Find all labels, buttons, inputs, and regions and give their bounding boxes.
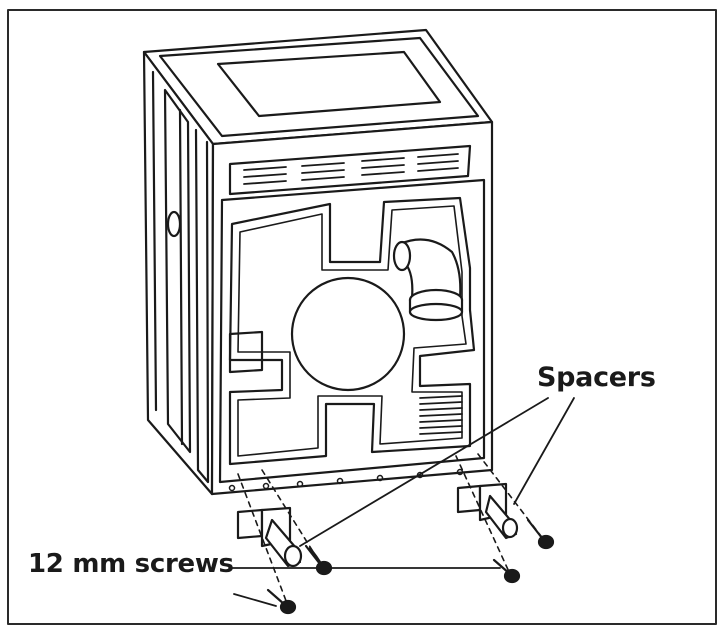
screws-label: 12 mm screws <box>28 549 234 579</box>
vent-slots <box>243 153 459 185</box>
alignment-dashes <box>237 453 545 607</box>
screw-3 <box>492 558 521 584</box>
exhaust-elbow <box>392 238 464 322</box>
diagram-border <box>7 9 717 625</box>
dryer-cabinet <box>142 28 494 496</box>
leader-lines <box>231 397 575 607</box>
right-spacer-bracket <box>456 482 519 540</box>
vent-band <box>228 144 472 196</box>
lower-louvers <box>419 395 463 435</box>
drum-opening <box>290 276 406 392</box>
spacers-label: Spacers <box>537 362 656 393</box>
left-spacer-bracket <box>236 506 303 568</box>
screw-2 <box>266 588 297 615</box>
screw-1 <box>304 544 333 576</box>
screw-4 <box>526 518 555 550</box>
